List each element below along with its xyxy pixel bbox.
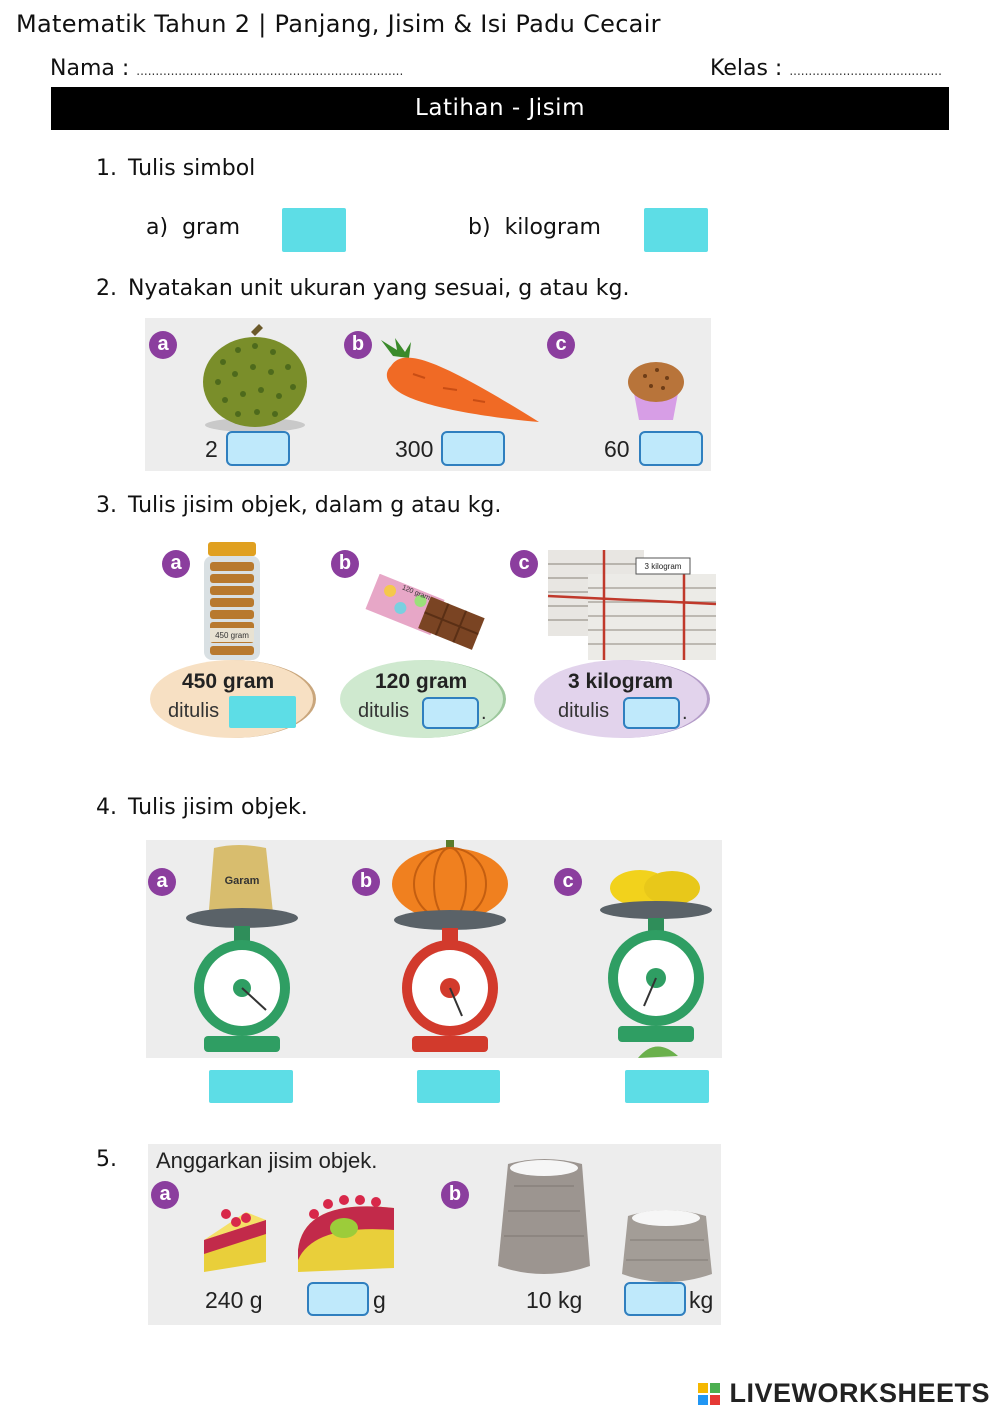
- q5-b-unit: kg: [689, 1287, 714, 1313]
- question-2: 2. Nyatakan unit ukuran yang sesuai, g at…: [96, 276, 629, 301]
- q5-panel: Anggarkan jisim objek. a 240 g g b 10 kg…: [148, 1144, 721, 1325]
- sub-letter: b): [468, 215, 491, 240]
- q3-b-mass: 120 gram: [375, 670, 468, 693]
- badge-a: a: [151, 1181, 179, 1209]
- badge-b: b: [331, 550, 359, 578]
- badge-c: c: [554, 868, 582, 896]
- q3-a-answer-box[interactable]: [229, 696, 296, 728]
- scale-with-mangoes-image: [600, 870, 712, 1058]
- q2-b-value: 300: [395, 436, 434, 462]
- q3-b-period: .: [481, 702, 487, 724]
- tag-label: 3 kilogram: [645, 562, 682, 571]
- q5-a-answer-box[interactable]: [307, 1282, 369, 1316]
- badge-a: a: [149, 331, 177, 359]
- sub-text: gram: [182, 215, 240, 240]
- sack-label: Garam: [225, 875, 260, 887]
- badge-b: b: [441, 1181, 469, 1209]
- biscuit-jar-image: 450 gram: [204, 542, 260, 660]
- badge-b: b: [344, 331, 372, 359]
- name-dots: ........................................…: [136, 64, 404, 78]
- question-text: Nyatakan unit ukuran yang sesuai, g atau…: [128, 276, 630, 301]
- q2-a-value: 2: [205, 436, 218, 462]
- question-4: 4. Tulis jisim objek.: [96, 795, 308, 820]
- q5-a-value: 240 g: [205, 1287, 263, 1313]
- q5-a-unit: g: [373, 1287, 386, 1313]
- question-text: Tulis simbol: [128, 156, 256, 181]
- question-number: 1.: [96, 156, 117, 181]
- liveworksheets-logo-icon: [698, 1383, 720, 1405]
- oval-c: [534, 660, 710, 738]
- name-line: Nama : .................................…: [50, 56, 403, 81]
- badge-a: a: [162, 550, 190, 578]
- q3-c-answer-box[interactable]: [623, 697, 680, 729]
- carrot-image: [381, 338, 539, 422]
- sub-text: kilogram: [504, 215, 601, 240]
- q3-c-ditulis: ditulis: [558, 700, 610, 722]
- q4-a-answer-box[interactable]: [209, 1070, 293, 1103]
- durian-image: [203, 324, 307, 432]
- badge-c: c: [547, 331, 575, 359]
- q2-panel: a 2 b 300 c 60: [145, 318, 711, 471]
- q4-c-answer-box[interactable]: [625, 1070, 709, 1103]
- question-3: 3. Tulis jisim objek, dalam g atau kg.: [96, 493, 501, 518]
- liveworksheets-logo-text: LIVEWORKSHEETS: [729, 1378, 990, 1408]
- question-1: 1. Tulis simbol: [96, 156, 255, 181]
- name-label: Nama :: [50, 56, 130, 81]
- badge-c: c: [510, 550, 538, 578]
- class-line: Kelas : ................................…: [710, 56, 942, 81]
- class-label: Kelas :: [710, 56, 783, 81]
- badge-b: b: [352, 868, 380, 896]
- q5-b-answer-box[interactable]: [624, 1282, 686, 1316]
- question-text: Tulis jisim objek, dalam g atau kg.: [128, 493, 502, 518]
- q3-c-period: .: [682, 702, 688, 724]
- large-cake-slice-image: [298, 1195, 394, 1272]
- q4-b-answer-box[interactable]: [417, 1070, 500, 1103]
- jar-label: 450 gram: [215, 631, 249, 640]
- q1-a-label: a) gram: [146, 215, 240, 240]
- muffin-image: [628, 362, 684, 420]
- scale-with-salt-sack-image: Garam: [186, 845, 298, 1052]
- q3-a-ditulis: ditulis: [168, 700, 220, 722]
- q5-b-value: 10 kg: [526, 1287, 583, 1313]
- q5-instruction: Anggarkan jisim objek.: [156, 1148, 378, 1173]
- large-sack-image: [498, 1159, 590, 1274]
- q2-c-answer-box[interactable]: [639, 431, 703, 466]
- q1-b-answer-box[interactable]: [644, 208, 708, 252]
- scale-with-pumpkin-image: [392, 840, 508, 1052]
- chocolate-bar-image: 120 gram: [365, 574, 485, 650]
- worksheet-title: Matematik Tahun 2 | Panjang, Jisim & Isi…: [16, 10, 661, 38]
- q4-panel: a Garam b c: [146, 840, 722, 1058]
- question-number: 3.: [96, 493, 117, 518]
- section-banner: Latihan - Jisim: [51, 87, 949, 130]
- q2-a-answer-box[interactable]: [226, 431, 290, 466]
- q3-c-mass: 3 kilogram: [568, 670, 674, 693]
- question-number: 2.: [96, 276, 117, 301]
- q1-b-label: b) kilogram: [468, 215, 601, 240]
- small-cake-slice-image: [204, 1209, 266, 1272]
- q2-c-value: 60: [604, 436, 630, 462]
- q2-b-answer-box[interactable]: [441, 431, 505, 466]
- q1-a-answer-box[interactable]: [282, 208, 346, 252]
- question-5-number: 5.: [96, 1147, 117, 1172]
- question-number: 4.: [96, 795, 117, 820]
- question-text: Tulis jisim objek.: [128, 795, 308, 820]
- class-dots: ........................................: [789, 64, 942, 78]
- q3-b-answer-box[interactable]: [422, 697, 479, 729]
- q3-panel: a 450 gram 450 gram ditulis b 120 gram 1…: [150, 536, 725, 742]
- newspaper-bundle-image: 3 kilogram: [547, 550, 717, 660]
- q3-a-mass: 450 gram: [182, 670, 275, 693]
- q3-b-ditulis: ditulis: [358, 700, 410, 722]
- sub-letter: a): [146, 215, 169, 240]
- small-sack-image: [622, 1210, 712, 1282]
- badge-a: a: [148, 868, 176, 896]
